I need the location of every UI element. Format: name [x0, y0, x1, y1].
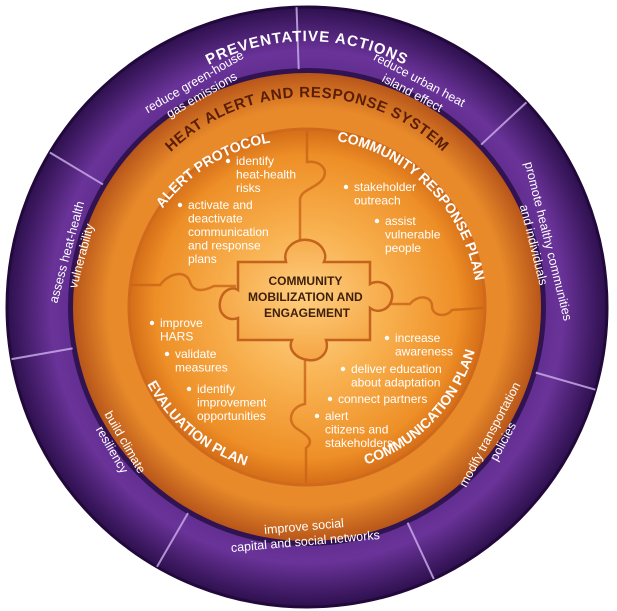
puzzle-lines: [131, 131, 484, 483]
alert-bullet-dot-0: [225, 158, 231, 164]
ring-divider-2: [535, 371, 596, 391]
communication-bullet-dot-2: [327, 396, 333, 402]
ring-divider-4: [156, 512, 189, 568]
evaluation-bullet-dot-1: [164, 351, 170, 357]
communication-bullet-dot-3: [314, 413, 320, 419]
ring-dividers: [11, 7, 596, 580]
communication-bullet-dot-0: [384, 335, 390, 341]
communication-bullet-2: connect partners: [338, 392, 427, 406]
ring-divider-1: [480, 101, 528, 146]
center-label: COMMUNITY MOBILIZATION AND ENGAGEMENT: [248, 274, 366, 320]
center-piece: [218, 238, 394, 362]
ring-divider-5: [11, 347, 73, 361]
ring-divider-0: [295, 7, 300, 70]
community-bullet-dot-0: [343, 184, 349, 190]
community-bullet-dot-1: [374, 218, 380, 224]
alert-bullet-dot-1: [177, 202, 183, 208]
ring-divider-3: [406, 522, 435, 580]
inner-disc-rim: [127, 127, 487, 487]
evaluation-bullet-dot-0: [149, 320, 155, 326]
outer-ring-edge: [5, 5, 609, 609]
ring-divider-6: [49, 151, 104, 186]
communication-bullet-dot-1: [340, 366, 346, 372]
evaluation-bullet-dot-2: [186, 386, 192, 392]
outer-ring-inner-shadow: [68, 68, 546, 546]
